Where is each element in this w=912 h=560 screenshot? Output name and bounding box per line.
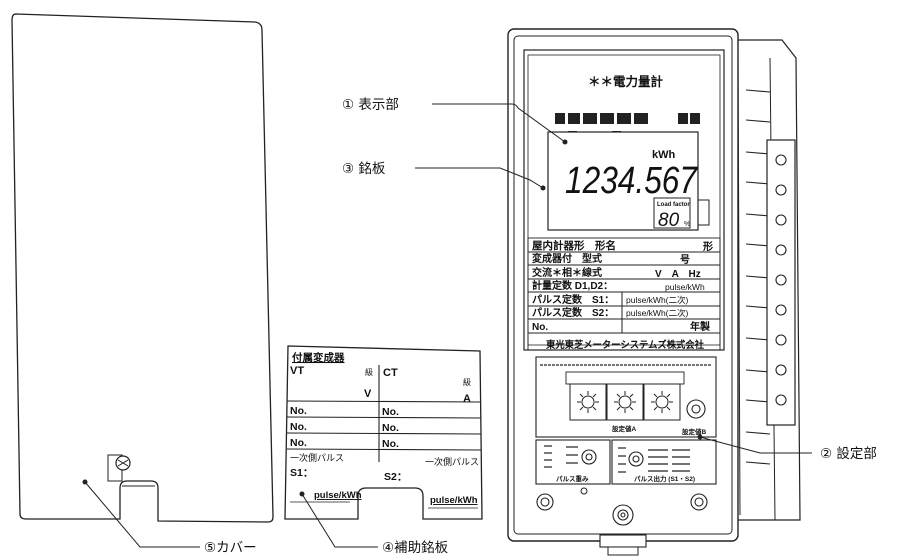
plate-line-4: 計量定数 D1,D2： xyxy=(532,279,613,292)
aux-no-1: No. xyxy=(290,405,307,417)
bottom-screws xyxy=(536,493,708,526)
aux-grade-2: 級 xyxy=(463,377,471,387)
aux-plate: 付属変成器 VT 級 CT 級 V A No. No. No. No. No. … xyxy=(284,345,483,520)
callout-aux-plate: ④補助銘板 xyxy=(382,540,449,556)
aux-pulse-label-2: 一次側パルス xyxy=(425,456,479,467)
plate-kata: 形 xyxy=(703,241,713,253)
aux-s1: S1： xyxy=(290,467,313,479)
aux-pulse-label-1: 一次側パルス xyxy=(290,452,344,463)
aux-grade-1: 級 xyxy=(365,367,373,377)
pulse-dial-c[interactable] xyxy=(581,449,597,465)
pulse-panels: パルス重み パルス出力 (S1・S2) xyxy=(535,439,717,495)
cover xyxy=(11,13,274,523)
plate-line-6: パルス定数 S2： xyxy=(532,306,614,319)
plate-maker: 東光東芝メーターシステムズ株式会社 xyxy=(545,339,704,351)
rotary-switch-1[interactable] xyxy=(577,391,599,413)
set-b-label: 設定値B xyxy=(682,427,707,436)
indicator-tags xyxy=(555,113,700,124)
plate-pulse-3: pulse/kWh(二次) xyxy=(626,308,689,318)
meter-title: ＊＊電力量計 xyxy=(588,74,664,89)
plate-vah: V A Hz xyxy=(655,269,701,280)
plate-year: 年製 xyxy=(690,320,710,333)
callout-nameplate: ③ 銘板 xyxy=(342,161,386,177)
load-factor-unit: % xyxy=(684,221,690,228)
name-plate: 屋内計器形 形名 変成器付 型式 交流＊相＊線式 計量定数 D1,D2： パルス… xyxy=(527,237,721,351)
load-factor-label: Load factor xyxy=(657,202,690,208)
plate-gou: 号 xyxy=(680,254,690,266)
plate-line-2: 変成器付 型式 xyxy=(532,252,602,265)
aux-s2: S2： xyxy=(384,471,407,483)
aux-no-3: No. xyxy=(290,421,307,433)
plate-line-1: 屋内計器形 形名 xyxy=(532,239,616,252)
set-a-label: 設定値A xyxy=(612,424,637,433)
aux-no-5: No. xyxy=(290,437,307,449)
rotary-switch-2[interactable] xyxy=(614,391,636,413)
aux-no-2: No. xyxy=(382,406,399,418)
pulse-dial-d[interactable] xyxy=(628,451,644,467)
aux-a: A xyxy=(463,393,471,405)
aux-pulse-unit-1: pulse/kWh xyxy=(314,490,362,501)
load-factor-value: 80 xyxy=(658,210,680,231)
dial-b[interactable] xyxy=(686,399,706,419)
aux-no-6: No. xyxy=(382,438,399,450)
meter-body: ＊＊電力量計 kWh 1234.567 Load factor 80 % xyxy=(507,28,801,556)
lcd-reading: 1234.567 xyxy=(565,160,699,202)
cover-screw xyxy=(107,454,131,482)
pulse-out-label: パルス出力 (S1・S2) xyxy=(634,474,695,483)
aux-pulse-unit-2: pulse/kWh xyxy=(430,495,478,506)
aux-ct: CT xyxy=(383,367,398,379)
plate-line-5: パルス定数 S1： xyxy=(532,293,614,306)
callout-cover: ⑤カバー xyxy=(204,540,257,556)
leader-lines xyxy=(84,103,812,548)
plate-line-7: No. xyxy=(532,322,548,333)
plate-pulse-2: pulse/kWh(二次) xyxy=(626,295,689,305)
aux-plate-title: 付属変成器 xyxy=(292,351,345,364)
setting-panel: 設定値A 設定値B xyxy=(535,356,717,438)
plate-line-3: 交流＊相＊線式 xyxy=(532,266,602,279)
aux-no-4: No. xyxy=(382,422,399,434)
callout-display: ① 表示部 xyxy=(342,97,399,113)
rotary-switch-3[interactable] xyxy=(651,391,673,413)
aux-vt: VT xyxy=(290,365,304,377)
lcd-unit: kWh xyxy=(652,149,676,161)
callout-setting: ② 設定部 xyxy=(820,446,877,462)
aux-v: V xyxy=(364,388,372,400)
pulse-in-label: パルス重み xyxy=(556,474,589,483)
plate-pulse-1: pulse/kWh xyxy=(665,282,705,292)
